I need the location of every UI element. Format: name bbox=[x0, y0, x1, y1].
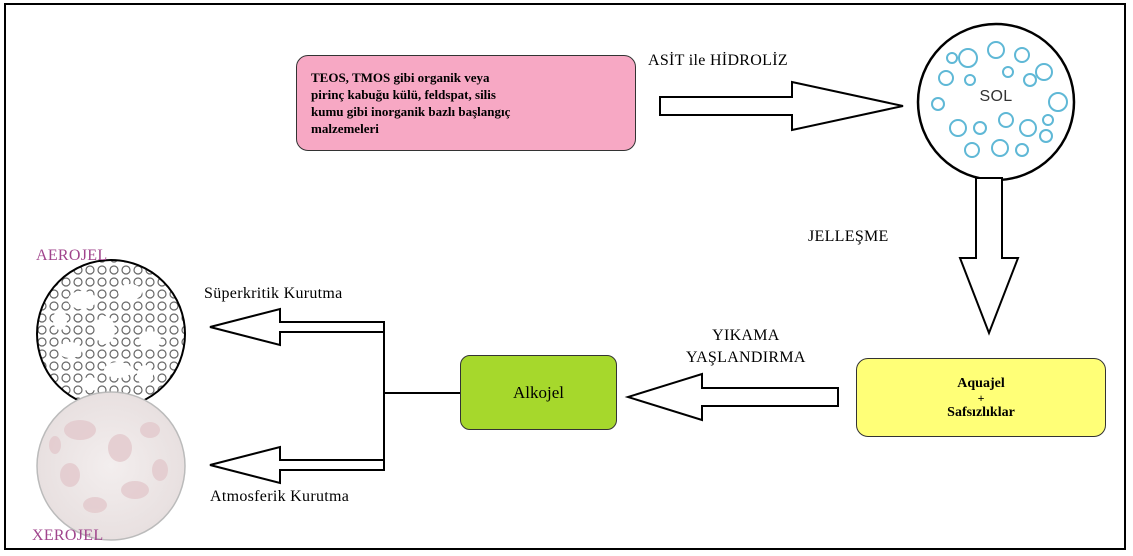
xerojel-image bbox=[36, 391, 186, 541]
aquajel-box: Aquajel + Safsızlıklar bbox=[856, 358, 1106, 437]
yikama-label: YIKAMA YAŞLANDIRMA bbox=[686, 327, 806, 366]
sol-node bbox=[916, 22, 1076, 182]
superkritik-arrow bbox=[209, 307, 385, 347]
jellesme-label: JELLEŞME bbox=[808, 228, 889, 245]
sol-bubbles bbox=[931, 41, 1068, 158]
xerojel-label: XEROJEL bbox=[32, 527, 104, 544]
atmosferik-arrow bbox=[209, 445, 385, 485]
aerojel-image bbox=[36, 259, 186, 409]
aquajel-label: Aquajel bbox=[957, 375, 1005, 391]
jellesme-arrow bbox=[958, 177, 1020, 336]
aquajel-plus: + bbox=[977, 390, 985, 405]
start-materials-box: TEOS, TMOS gibi organik veya pirinç kabu… bbox=[296, 55, 636, 151]
superkritik-label: Süperkritik Kurutma bbox=[204, 285, 343, 302]
hidroliz-arrow bbox=[659, 80, 904, 132]
aerojel-label: AEROJEL bbox=[36, 247, 108, 264]
diagram-frame bbox=[4, 3, 1126, 550]
yikama-arrow bbox=[624, 372, 839, 422]
hidroliz-label: ASİT ile HİDROLİZ bbox=[648, 52, 788, 69]
start-materials-label: TEOS, TMOS gibi organik veya pirinç kabu… bbox=[311, 70, 511, 136]
alkojel-box: Alkojel bbox=[460, 355, 617, 430]
branch-connector bbox=[383, 322, 460, 460]
alkojel-label: Alkojel bbox=[513, 382, 564, 402]
sol-label: SOL bbox=[979, 88, 1013, 105]
impurities-label: Safsızlıklar bbox=[947, 404, 1015, 420]
atmosferik-label: Atmosferik Kurutma bbox=[210, 488, 350, 505]
